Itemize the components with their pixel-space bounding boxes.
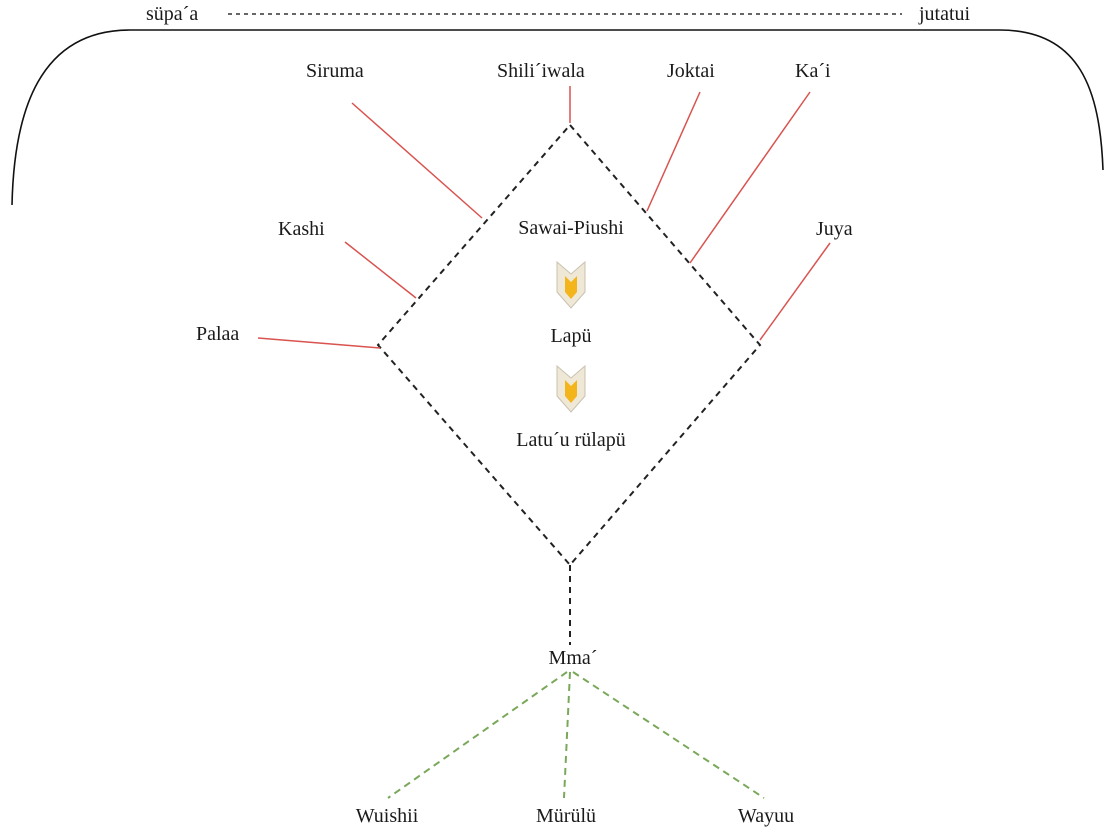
- siruma-line: [351, 102, 483, 219]
- wind-label-kashi: Kashi: [278, 218, 325, 240]
- kashi-line: [344, 241, 417, 299]
- wuishii-line: [387, 671, 568, 799]
- top-left-label: süpa´a: [146, 3, 198, 25]
- down-arrow-icon: [556, 260, 586, 309]
- wind-label-juya: Juya: [816, 218, 853, 240]
- palaa-line: [257, 337, 381, 349]
- down-arrow-icon: [556, 364, 586, 413]
- murulu-line: [563, 671, 571, 799]
- wayuu-line: [572, 671, 765, 799]
- joktai-line: [646, 91, 701, 212]
- wind-label-joktai: Joktai: [667, 60, 715, 82]
- central-diamond: [376, 123, 762, 567]
- juya-line: [759, 242, 831, 341]
- wind-label-palaa: Palaa: [196, 323, 239, 345]
- top-right-label: jutatui: [918, 3, 971, 25]
- descendant-label-wuishii: Wuishii: [356, 805, 419, 827]
- descendant-label-murulu: Mürülü: [536, 805, 596, 827]
- descendant-label-wayuu: Wayuu: [738, 805, 794, 827]
- kai-line: [689, 91, 811, 264]
- wind-label-shiliiwala: Shili´iwala: [497, 60, 585, 82]
- wind-label-siruma: Siruma: [306, 60, 364, 82]
- center-label-lapu: Lapü: [550, 325, 591, 347]
- center-label-sawai-piushi: Sawai-Piushi: [518, 217, 624, 239]
- origin-label-mma: Mma´: [549, 647, 598, 669]
- sky-arc: [11, 29, 1104, 206]
- center-label-latuu-rulapu: Latu´u rülapü: [516, 429, 625, 451]
- wind-label-kai: Ka´i: [795, 60, 831, 82]
